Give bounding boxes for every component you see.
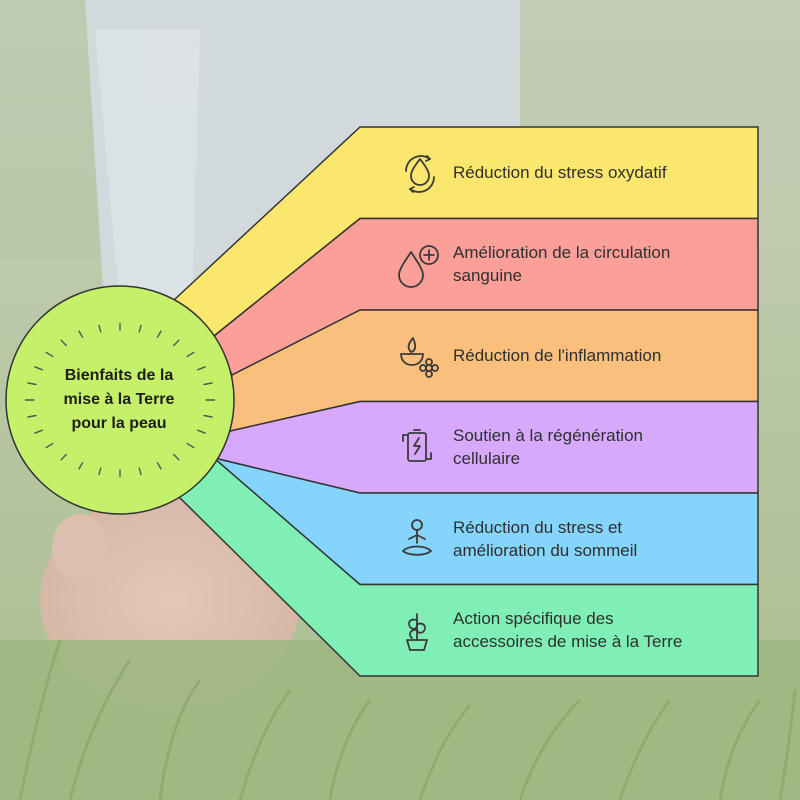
benefit-label-5: Réduction du stress et amélioration du s… bbox=[453, 517, 638, 560]
flame-flower-icon bbox=[388, 330, 446, 382]
hub-circle bbox=[5, 285, 235, 515]
benefit-label-1: Réduction du stress oxydatif bbox=[453, 163, 667, 183]
hub-title: Bienfaits de la mise à la Terre pour la … bbox=[63, 367, 175, 432]
battery-recycle-icon bbox=[388, 421, 446, 473]
blood-drop-plus-icon bbox=[388, 238, 446, 290]
hub-rays bbox=[24, 322, 216, 478]
meditation-icon bbox=[388, 513, 446, 565]
benefit-label-3: Réduction de l'inflammation bbox=[453, 346, 662, 366]
oxidative-stress-icon bbox=[388, 147, 446, 199]
benefit-label-6: Action spécifique des accessoires de mis… bbox=[453, 609, 683, 652]
benefit-label-4: Soutien à la régénération cellulaire bbox=[453, 426, 643, 469]
benefit-label-2: Amélioration de la circulation sanguine bbox=[453, 243, 671, 286]
potted-plant-icon bbox=[388, 604, 446, 656]
